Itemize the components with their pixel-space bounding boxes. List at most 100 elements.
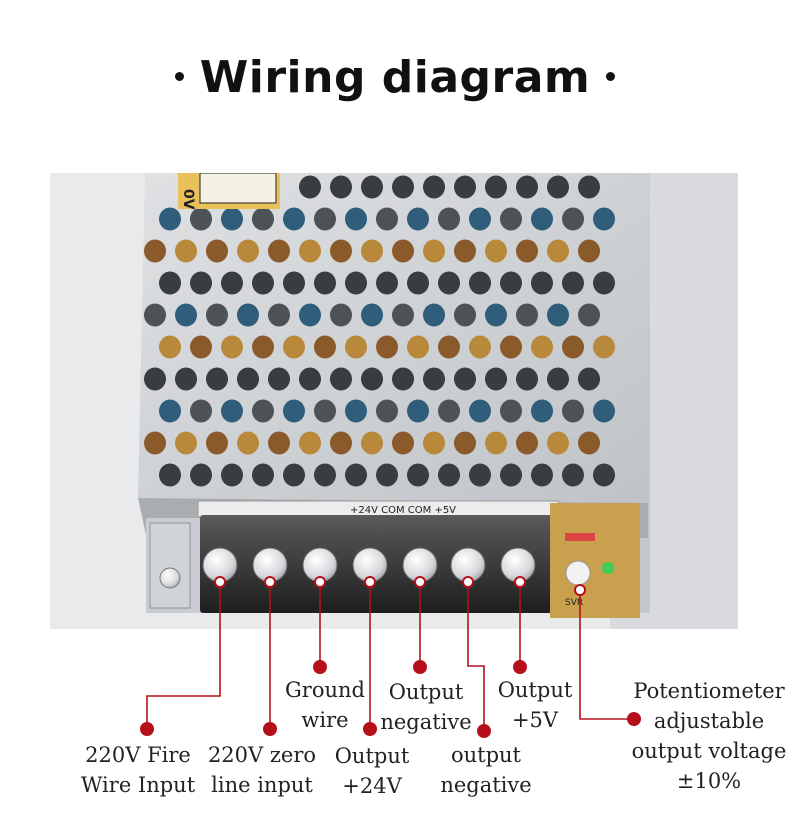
callout-dot-output-negative-2: [477, 724, 491, 738]
perforation-hole: [516, 431, 538, 455]
perforation-hole: [283, 335, 305, 359]
potentiometer-marker: [574, 584, 586, 596]
perforation-hole: [376, 399, 398, 423]
perforation-hole: [252, 463, 274, 487]
perforation-hole: [252, 271, 274, 295]
title-text: Wiring diagram: [199, 52, 591, 103]
pcb-component: [565, 533, 595, 541]
perforation-hole: [407, 399, 429, 423]
perforation-hole: [206, 303, 228, 327]
perforation-hole: [252, 335, 274, 359]
perforation-hole: [190, 271, 212, 295]
perforation-hole: [485, 239, 507, 263]
pcb-label: SVR: [565, 598, 583, 608]
perforation-hole: [438, 335, 460, 359]
perforation-hole: [159, 207, 181, 231]
perforation-hole: [175, 239, 197, 263]
terminal-label-text: +24V COM COM +5V: [350, 505, 456, 516]
perforation-hole: [423, 431, 445, 455]
perforation-hole: [500, 271, 522, 295]
perforation-hole: [423, 239, 445, 263]
perforation-hole: [144, 303, 166, 327]
perforation-hole: [547, 367, 569, 391]
perforation-hole: [593, 399, 615, 423]
ground-bracket: [149, 522, 191, 609]
perforation-hole: [299, 431, 321, 455]
perforation-hole: [361, 175, 383, 199]
perforation-hole: [299, 367, 321, 391]
perforation-hole: [206, 239, 228, 263]
perforation-hole: [392, 175, 414, 199]
perforation-hole: [500, 335, 522, 359]
perforation-hole: [175, 367, 197, 391]
perforation-hole: [392, 367, 414, 391]
callout-dot-zero-line: [263, 722, 277, 736]
perforation-hole: [454, 239, 476, 263]
terminal-marker-5: [414, 576, 426, 588]
perforation-hole: [438, 207, 460, 231]
perforation-hole: [407, 271, 429, 295]
perforation-hole: [500, 463, 522, 487]
perforation-hole: [314, 463, 336, 487]
perforation-hole: [206, 431, 228, 455]
perforation-hole: [500, 207, 522, 231]
perforation-hole: [252, 207, 274, 231]
perforation-hole: [159, 335, 181, 359]
terminal-marker-2: [264, 576, 276, 588]
perforation-hole: [190, 207, 212, 231]
perforation-hole: [237, 367, 259, 391]
perforation-hole: [547, 239, 569, 263]
label-output-24v: Output+24V: [334, 744, 410, 798]
perforation-hole: [562, 207, 584, 231]
perforation-hole: [562, 399, 584, 423]
perforation-hole: [299, 239, 321, 263]
perforation-hole: [237, 239, 259, 263]
label-output-5v: Output+5V: [497, 678, 573, 732]
perforation-hole: [469, 207, 491, 231]
perforation-hole: [454, 431, 476, 455]
callout-dot-output-24v: [363, 722, 377, 736]
perforation-hole: [485, 303, 507, 327]
perforation-hole: [144, 431, 166, 455]
perforation-hole: [283, 271, 305, 295]
perforation-hole: [578, 431, 600, 455]
perforation-hole: [454, 367, 476, 391]
terminal-marker-7: [514, 576, 526, 588]
perforation-hole: [485, 175, 507, 199]
perforation-hole: [485, 367, 507, 391]
perforation-hole: [531, 207, 553, 231]
perforation-hole: [562, 463, 584, 487]
perforation-hole: [376, 463, 398, 487]
perforation-hole: [423, 303, 445, 327]
perforation-hole: [500, 399, 522, 423]
perforation-hole: [314, 399, 336, 423]
perforation-hole: [159, 463, 181, 487]
perforation-hole: [469, 463, 491, 487]
perforation-hole: [485, 431, 507, 455]
power-led: [602, 562, 614, 574]
perforation-hole: [345, 399, 367, 423]
sticker-text-0v: 0V: [180, 189, 196, 210]
perforation-hole: [345, 463, 367, 487]
perforation-hole: [361, 239, 383, 263]
perforation-hole: [221, 335, 243, 359]
perforation-hole: [221, 207, 243, 231]
perforation-hole: [438, 463, 460, 487]
pcb: [550, 503, 640, 618]
perforation-hole: [593, 207, 615, 231]
perforation-hole: [547, 175, 569, 199]
ground-screw: [159, 567, 181, 589]
perforation-hole: [516, 303, 538, 327]
perforation-hole: [144, 367, 166, 391]
perforation-hole: [423, 367, 445, 391]
perforation-hole: [407, 335, 429, 359]
perforation-hole: [469, 399, 491, 423]
perforation-hole: [392, 303, 414, 327]
perforation-hole: [516, 175, 538, 199]
perforation-hole: [562, 335, 584, 359]
perforation-hole: [392, 239, 414, 263]
perforation-hole: [531, 271, 553, 295]
perforation-hole: [268, 303, 290, 327]
perforation-hole: [268, 431, 290, 455]
